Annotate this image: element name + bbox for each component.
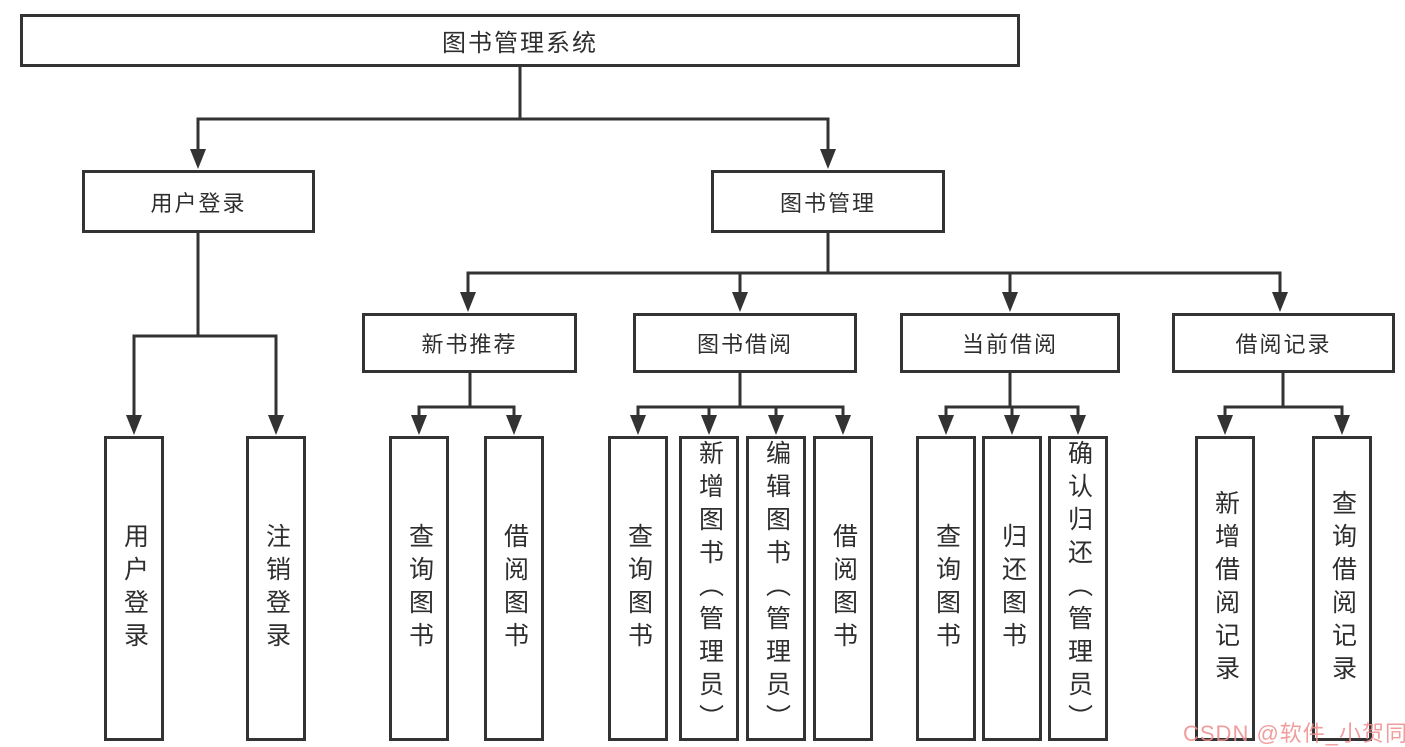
node-user-login: 用户登录 [82, 170, 315, 233]
leaf-confirm-return-admin: 确认归还（管理员） [1048, 436, 1108, 741]
leaf-query-books-recommend-label: 查询图书 [405, 522, 434, 655]
leaf-query-borrow-record-label: 查询借阅记录 [1328, 489, 1357, 688]
leaf-query-books-borrow-label: 查询图书 [624, 522, 653, 655]
leaf-return-books: 归还图书 [982, 436, 1042, 741]
node-book-borrow: 图书借阅 [633, 313, 857, 373]
leaf-edit-books-admin: 编辑图书（管理员） [746, 436, 806, 741]
leaf-confirm-return-admin-label: 确认归还（管理员） [1064, 440, 1093, 737]
node-borrow-records: 借阅记录 [1172, 313, 1395, 373]
leaf-borrow-books-recommend: 借阅图书 [484, 436, 544, 741]
leaf-query-books-borrow: 查询图书 [608, 436, 668, 741]
leaf-return-books-label: 归还图书 [998, 522, 1027, 655]
leaf-user-login-label: 用户登录 [120, 522, 149, 655]
leaf-query-books-recommend: 查询图书 [389, 436, 449, 741]
leaf-logout-label: 注销登录 [262, 522, 291, 655]
leaf-query-books-current-label: 查询图书 [932, 522, 961, 655]
leaf-query-borrow-record: 查询借阅记录 [1312, 436, 1372, 741]
node-borrow-records-label: 借阅记录 [1235, 332, 1332, 357]
leaf-borrow-books: 借阅图书 [813, 436, 873, 741]
leaf-borrow-books-recommend-label: 借阅图书 [500, 522, 529, 655]
node-user-login-label: 用户登录 [150, 190, 247, 216]
node-book-management: 图书管理 [711, 170, 945, 233]
leaf-add-books-admin: 新增图书（管理员） [679, 436, 739, 741]
node-new-book-recommend: 新书推荐 [362, 313, 577, 373]
leaf-borrow-books-label: 借阅图书 [829, 522, 858, 655]
leaf-logout: 注销登录 [246, 436, 306, 741]
node-current-borrow: 当前借阅 [900, 313, 1120, 373]
leaf-edit-books-admin-label: 编辑图书（管理员） [762, 440, 791, 737]
csdn-watermark: CSDN @软件_小贺同学 [1183, 721, 1405, 746]
leaf-user-login: 用户登录 [104, 436, 164, 741]
node-current-borrow-label: 当前借阅 [961, 332, 1058, 357]
node-root-system: 图书管理系统 [20, 14, 1020, 67]
leaf-add-borrow-record: 新增借阅记录 [1195, 436, 1255, 741]
node-book-management-label: 图书管理 [779, 190, 876, 216]
leaf-add-books-admin-label: 新增图书（管理员） [695, 440, 724, 737]
node-root-label: 图书管理系统 [442, 30, 598, 57]
arrowheads [126, 149, 1350, 435]
leaf-add-borrow-record-label: 新增借阅记录 [1211, 489, 1240, 688]
node-book-borrow-label: 图书借阅 [696, 332, 793, 357]
leaf-query-books-current: 查询图书 [916, 436, 976, 741]
node-new-book-recommend-label: 新书推荐 [421, 332, 518, 357]
